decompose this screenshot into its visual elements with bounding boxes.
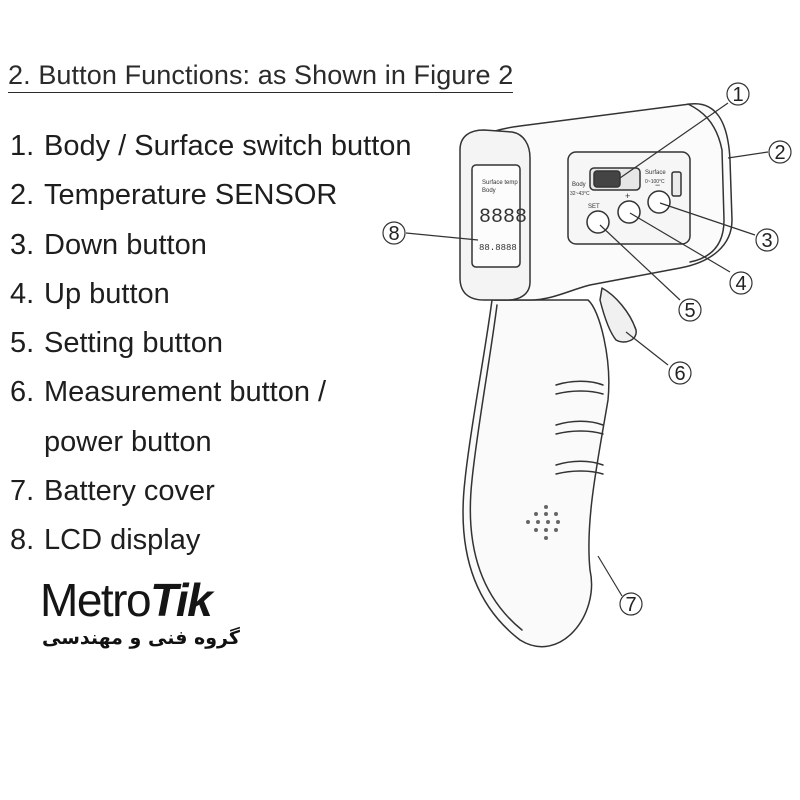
callout-7: 7 xyxy=(619,592,643,616)
svg-text:Body: Body xyxy=(482,188,496,194)
svg-text:−: − xyxy=(655,180,660,190)
device-handle xyxy=(462,299,610,648)
callout-markers: 1 2 3 4 5 6 7 8 xyxy=(382,82,792,616)
list-item: 4.Up button xyxy=(10,277,170,310)
list-item: 5.Setting button xyxy=(10,327,223,360)
svg-text:2: 2 xyxy=(774,142,785,164)
svg-text:0~100°C: 0~100°C xyxy=(645,179,665,185)
lcd-display xyxy=(471,164,521,268)
callout-5: 5 xyxy=(678,298,702,322)
up-button xyxy=(617,200,641,224)
svg-text:3: 3 xyxy=(761,230,772,252)
side-indicator xyxy=(671,171,682,197)
svg-text:SET: SET xyxy=(588,204,600,210)
list-item: 6.Measurement button / xyxy=(10,376,327,409)
down-button xyxy=(647,190,671,214)
trigger xyxy=(599,287,637,343)
logo-subtitle: گروه فنی و مهندسی xyxy=(42,627,240,649)
svg-text:8: 8 xyxy=(388,223,399,245)
svg-text:32~43°C: 32~43°C xyxy=(570,191,590,197)
callout-8: 8 xyxy=(382,221,406,245)
svg-text:Body: Body xyxy=(572,182,586,188)
svg-text:5: 5 xyxy=(684,300,695,322)
svg-text:4: 4 xyxy=(735,273,746,295)
battery-cover-vents xyxy=(526,505,560,540)
section-heading: 2. Button Functions: as Shown in Figure … xyxy=(8,60,514,93)
button-function-list: 1.Body / Surface switch button 2.Tempera… xyxy=(10,122,412,566)
list-item-continuation: power button xyxy=(44,425,212,458)
list-item: 8.LCD display xyxy=(10,524,201,557)
callout-6: 6 xyxy=(668,361,692,385)
svg-text:+: + xyxy=(625,191,630,201)
svg-text:Surface: Surface xyxy=(645,170,666,176)
logo-wordmark: MetroTik xyxy=(40,574,213,626)
svg-text:7: 7 xyxy=(625,594,636,616)
svg-text:6: 6 xyxy=(674,363,685,385)
callout-1: 1 xyxy=(726,82,750,106)
callout-3: 3 xyxy=(755,228,779,252)
callout-4: 4 xyxy=(729,271,753,295)
list-item: 1.Body / Surface switch button xyxy=(10,130,412,162)
list-item: 7.Battery cover xyxy=(10,475,215,508)
svg-text:1: 1 xyxy=(732,84,743,106)
list-item: 2.Temperature SENSOR xyxy=(10,179,338,212)
list-item: 3.Down button xyxy=(10,228,207,261)
svg-text:88.8888: 88.8888 xyxy=(479,243,517,253)
svg-text:Surface temp: Surface temp xyxy=(482,180,518,186)
callout-2: 2 xyxy=(768,140,792,164)
metrotik-logo: MetroTik گروه فنی و مهندسی xyxy=(40,575,280,649)
svg-text:8888: 8888 xyxy=(479,206,527,229)
